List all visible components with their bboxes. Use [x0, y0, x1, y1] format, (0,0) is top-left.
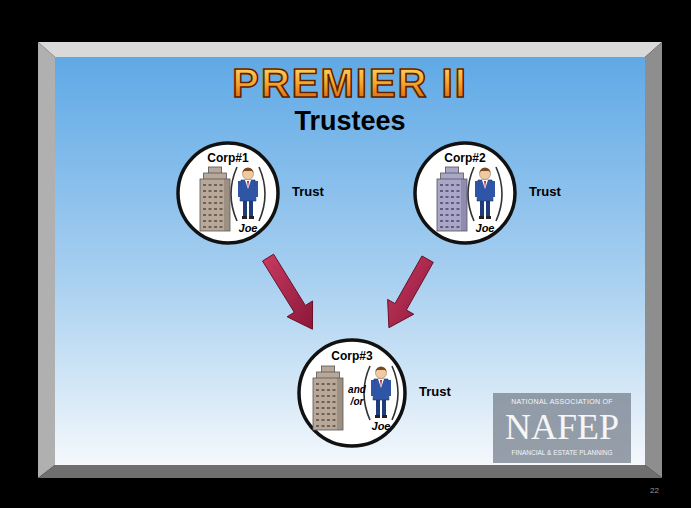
flow-arrow: [263, 254, 313, 329]
corp-circle: Corp#1JoeTrust: [176, 141, 280, 245]
blue-panel: [55, 57, 645, 465]
bevel-right: [645, 42, 662, 478]
bevel-bottom: [38, 465, 662, 478]
illustration: [437, 167, 502, 231]
person-name: Joe: [361, 420, 401, 432]
illustration: [200, 167, 265, 231]
trust-label: Trust: [529, 184, 561, 199]
watermark-box: NATIONAL ASSOCIATION OF NAFEP FINANCIAL & …: [493, 393, 631, 463]
trust-label: Trust: [292, 184, 324, 199]
trust-label: Trust: [419, 384, 451, 399]
subtitle: Trustees: [55, 106, 645, 136]
corp-circle: Corp#3and /orJoeTrust: [297, 338, 407, 448]
corp-circle: Corp#2JoeTrust: [413, 141, 517, 245]
person-name: Joe: [228, 222, 268, 234]
title-box: PREMIER II: [55, 60, 645, 106]
watermark-text: FINANCIAL & ESTATE PLANNING: [493, 449, 631, 456]
slide-title: PREMIER II: [232, 61, 468, 105]
bevel-top: [38, 42, 662, 57]
corp-label: Corp#3: [297, 349, 407, 363]
connector-word: and /or: [345, 384, 369, 407]
bevel-left: [38, 42, 55, 478]
corp-label: Corp#1: [176, 151, 280, 165]
watermark-logo: NAFEP: [493, 407, 631, 447]
person-name: Joe: [465, 222, 505, 234]
flow-arrow: [388, 256, 434, 328]
corp-label: Corp#2: [413, 151, 517, 165]
page-number: 22: [650, 486, 659, 495]
watermark-text: NATIONAL ASSOCIATION OF: [493, 398, 631, 405]
